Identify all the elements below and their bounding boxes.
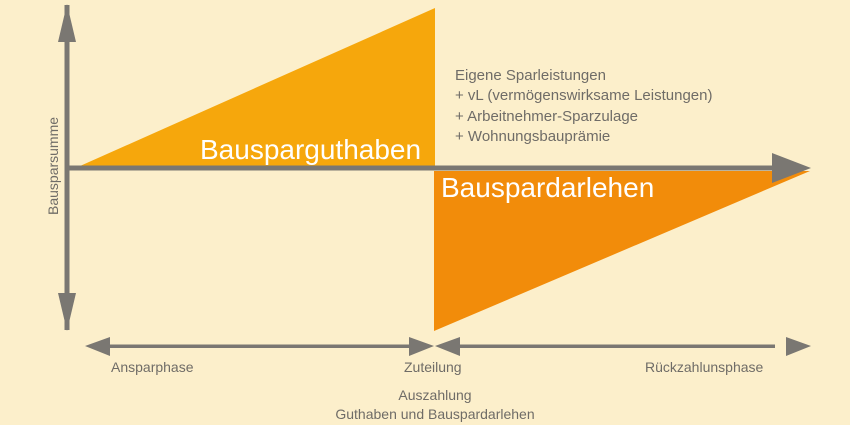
payout-caption-line-1: Auszahlung bbox=[398, 387, 472, 403]
contributions-note-line-3: + Arbeitnehmer-Sparzulage bbox=[455, 107, 639, 125]
contributions-note-line-1: Eigene Sparleistungen bbox=[455, 67, 606, 84]
timeline-left-arrow bbox=[85, 337, 110, 356]
loan-area-label: Bauspardarlehen bbox=[441, 172, 655, 203]
payout-caption-line-2: Guthaben und Bauspardarlehen bbox=[335, 405, 535, 422]
zuteilung-arrow-left bbox=[409, 337, 434, 356]
contributions-note-line-4: + Wohnungsbauprämie bbox=[455, 127, 611, 145]
timeline-right-arrow bbox=[786, 337, 811, 356]
phase-label-ansparphase: Ansparphase bbox=[111, 359, 194, 375]
zuteilung-arrow-right bbox=[435, 337, 460, 356]
loan-triangle bbox=[434, 171, 810, 331]
x-axis-line bbox=[67, 165, 789, 171]
timeline-right-line bbox=[458, 344, 775, 348]
savings-triangle bbox=[80, 8, 435, 166]
phase-label-rueckzahlungsphase: Rückzahlunsphase bbox=[645, 359, 764, 375]
phase-label-zuteilung: Zuteilung bbox=[404, 359, 462, 375]
savings-area-label: Bausparguthaben bbox=[200, 134, 422, 165]
timeline-left-line bbox=[100, 344, 416, 348]
y-axis-label: Bausparsumme bbox=[45, 116, 61, 215]
y-axis-arrow-down bbox=[58, 293, 76, 331]
contributions-note-line-2: + vL (vermögenswirksame Leistungen) bbox=[455, 87, 713, 105]
x-axis-arrow-right bbox=[772, 153, 811, 183]
payout-caption: Auszahlung Guthaben und Bauspardarlehen bbox=[328, 386, 542, 424]
contributions-note: Eigene Sparleistungen + vL (vermögenswir… bbox=[455, 66, 712, 147]
y-axis-arrow-up bbox=[58, 4, 76, 42]
